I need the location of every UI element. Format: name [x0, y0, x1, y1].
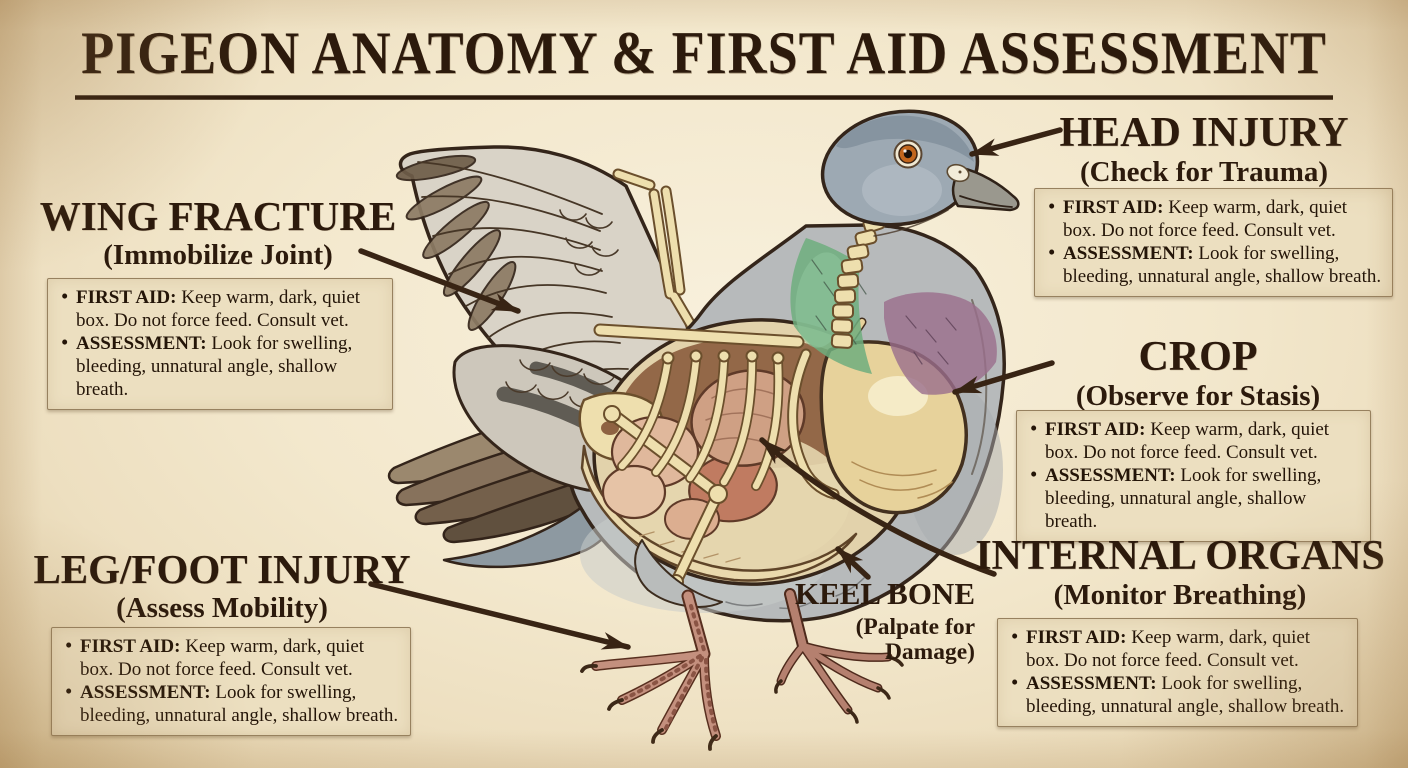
- keel-bone-subtitle: (Palpate for Damage): [855, 614, 975, 665]
- bullet-first-aid: FIRST AID: Keep warm, dark, quiet box. D…: [1048, 195, 1383, 242]
- section-head-injury-heading: HEAD INJURY (Check for Trauma): [1030, 112, 1378, 187]
- internal-organs-title: INTERNAL ORGANS: [975, 533, 1385, 579]
- section-keel-bone-label: KEEL BONE (Palpate for Damage): [770, 578, 975, 665]
- bullet-first-aid: FIRST AID: Keep warm, dark, quiet box. D…: [1011, 625, 1348, 672]
- internal-organs-arrow-icon: [759, 437, 997, 577]
- eye: [893, 139, 923, 169]
- bullet-assessment: ASSESSMENT: Look for swelling, bleeding,…: [65, 680, 401, 727]
- internal-organs-info-box: FIRST AID: Keep warm, dark, quiet box. D…: [997, 618, 1358, 727]
- crop-title: CROP: [1138, 334, 1258, 380]
- keel-bone-arrow-icon: [835, 546, 871, 580]
- leg-foot-subtitle: (Assess Mobility): [116, 592, 328, 624]
- title-row: PIGEON ANATOMY & FIRST AID ASSESSMENT: [0, 18, 1408, 100]
- pigeon-head: [820, 109, 1020, 237]
- head-injury-title: HEAD INJURY: [1059, 110, 1349, 156]
- bullet-assessment: ASSESSMENT: Look for swelling, bleeding,…: [1048, 241, 1383, 288]
- wing-fracture-subtitle: (Immobilize Joint): [103, 239, 333, 271]
- bullet-assessment: ASSESSMENT: Look for swelling, bleeding,…: [1030, 463, 1361, 533]
- bullet-assessment: ASSESSMENT: Look for swelling, bleeding,…: [61, 331, 383, 401]
- crop-subtitle: (Observe for Stasis): [1075, 380, 1321, 412]
- neck-iridescence: [790, 238, 997, 395]
- leg-foot-title: LEG/FOOT INJURY: [33, 546, 411, 592]
- cere: [946, 163, 970, 183]
- wing-fracture-info-box: FIRST AID: Keep warm, dark, quiet box. D…: [47, 278, 393, 410]
- head-injury-subtitle: (Check for Trauma): [1079, 156, 1329, 188]
- keel-bone-title: KEEL BONE: [794, 576, 975, 611]
- head-injury-info-box: FIRST AID: Keep warm, dark, quiet box. D…: [1034, 188, 1393, 297]
- wing-fracture-arrow-icon: [358, 248, 521, 314]
- crop-info-box: FIRST AID: Keep warm, dark, quiet box. D…: [1016, 410, 1371, 542]
- poster-title: PIGEON ANATOMY & FIRST AID ASSESSMENT: [75, 18, 1333, 100]
- leg-foot-info-box: FIRST AID: Keep warm, dark, quiet box. D…: [51, 627, 411, 736]
- section-internal-organs-heading: INTERNAL ORGANS (Monitor Breathing): [975, 535, 1385, 610]
- bullet-first-aid: FIRST AID: Keep warm, dark, quiet box. D…: [1030, 417, 1361, 464]
- internal-organs-subtitle: (Monitor Breathing): [1053, 579, 1307, 611]
- wing-fracture-title: WING FRACTURE: [39, 193, 397, 239]
- section-leg-foot-heading: LEG/FOOT INJURY (Assess Mobility): [22, 549, 422, 623]
- section-wing-fracture-heading: WING FRACTURE (Immobilize Joint): [30, 196, 406, 270]
- bullet-first-aid: FIRST AID: Keep warm, dark, quiet box. D…: [65, 634, 401, 681]
- section-crop-heading: CROP (Observe for Stasis): [1024, 336, 1372, 411]
- leg-foot-arrow-icon: [368, 581, 631, 650]
- bullet-assessment: ASSESSMENT: Look for swelling, bleeding,…: [1011, 671, 1348, 718]
- head-injury-arrow-icon: [969, 127, 1063, 157]
- crop-arrow-icon: [952, 360, 1055, 395]
- bullet-first-aid: FIRST AID: Keep warm, dark, quiet box. D…: [61, 285, 383, 332]
- legs-and-feet: [580, 539, 904, 751]
